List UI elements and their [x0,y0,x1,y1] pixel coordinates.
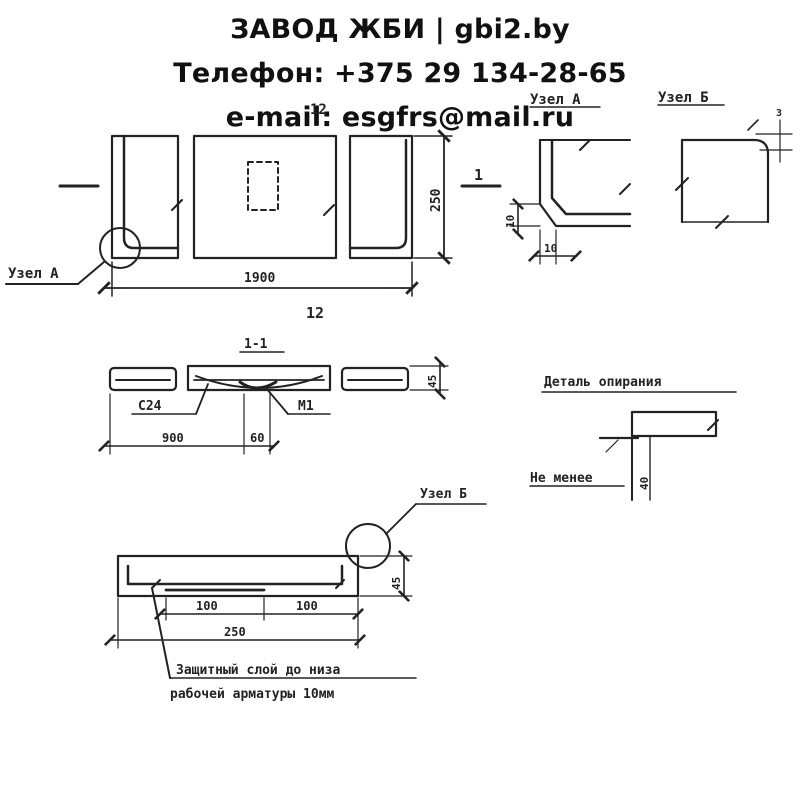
node-a-circle [99,227,141,269]
factory-title: ЗАВОД ЖБИ | gbi2.by [230,14,570,45]
cover-note-line2: рабочей арматуры 10мм [170,687,335,702]
support-detail: Деталь опирания Не менее 40 [529,375,737,501]
cross-section: Узел Б 45 100 100 250 Защитный слой до н… [103,487,487,702]
plan-view: 12 Узел А 1900 12 250 1 [5,102,502,322]
loop-label: М1 [298,399,314,414]
cross-dim-left: 100 [196,599,218,613]
section-left-block [108,366,178,392]
section-1-1: 1-1 С24 М1 900 60 45 [97,337,449,455]
support-dim: 40 [638,477,651,490]
plan-left-rebar [122,134,180,250]
support-min-label: Не менее [530,471,593,486]
section-dim-b: 60 [250,431,264,445]
plan-right-panel [348,134,414,260]
detail-b-title: Узел Б [658,90,709,106]
detail-b-small-dim: 3 [776,108,782,119]
cross-height-dim: 45 [390,577,403,590]
detail-a: Узел А 10 10 [504,92,632,265]
node-b-label: Узел Б [420,487,467,502]
lifting-loop-zone [247,161,279,211]
detail-a-rebar [550,138,632,216]
plan-top-mark: 12 [310,102,327,118]
cross-section-rebar [126,564,344,586]
section-title: 1-1 [244,337,268,352]
node-b-circle [345,523,391,569]
section-loop [195,375,323,389]
height-dimension-value: 250 [429,188,444,212]
support-title: Деталь опирания [544,375,662,390]
cross-section-slab [116,554,360,598]
support-slab [630,410,718,438]
email-line: e-mail: esgfrs@mail.ru [225,102,575,133]
detail-b: Узел Б 3 [657,90,793,229]
detail-a-title: Узел А [530,92,581,108]
section-mark-label: 1 [474,166,483,184]
detail-a-vertical-dim: 10 [504,215,517,228]
header: ЗАВОД ЖБИ | gbi2.by Телефон: +375 29 134… [0,8,800,140]
plan-left-panel [110,134,180,260]
node-a-label: Узел А [8,266,59,282]
section-dim-a: 900 [162,431,184,445]
rebar-label: С24 [138,399,162,414]
cross-dim-right: 100 [296,599,318,613]
section-height-dim: 45 [426,375,439,388]
plan-right-rebar [348,138,408,250]
rebar-mark-label: 12 [306,304,324,322]
section-middle-block [186,364,332,392]
section-right-block [340,366,410,392]
phone-line: Телефон: +375 29 134-28-65 [173,58,627,89]
cross-dim-total: 250 [224,625,246,639]
detail-a-outline [538,138,632,228]
plan-middle-panel [192,134,338,260]
cover-note-line1: Защитный слой до низа [176,663,341,678]
length-dimension-value: 1900 [244,271,275,286]
detail-a-horizontal-dim: 10 [544,242,557,255]
detail-b-outline [680,138,770,224]
